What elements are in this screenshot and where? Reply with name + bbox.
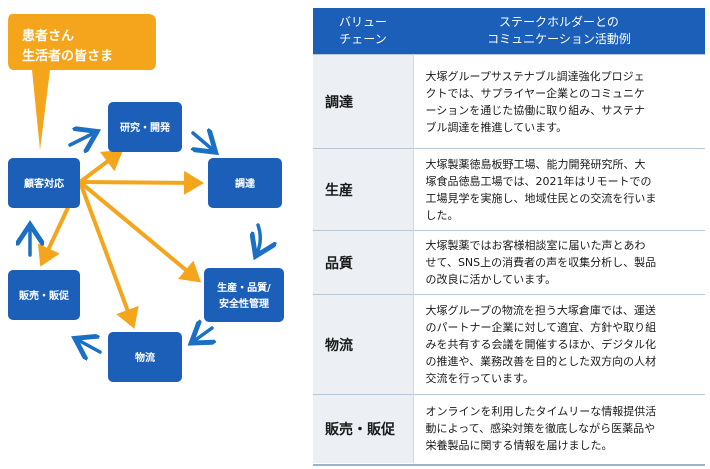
cycle-arrow-3 <box>257 223 260 253</box>
table-row-hanbai: 販売・販促 オンラインを利用したタイムリーな情報提供活 動によって、感染対策を徹… <box>313 394 705 463</box>
node-label-seisan-line2: 安全性管理 <box>219 297 269 310</box>
desc-line: せて、SNS上の消費者の声を収集分析し、製品 <box>425 256 657 269</box>
desc-line: ーションを通じた協働に取り組み、サステナ <box>425 103 646 117</box>
row-description: オンラインを利用したタイムリーな情報提供活 動によって、感染対策を徹底しながら医… <box>412 394 705 463</box>
node-label-butsuryu: 物流 <box>135 351 155 364</box>
desc-line: 大塚製薬ではお客様相談室に届いた声とあわ <box>425 239 646 252</box>
cycle-arrow-1 <box>68 133 94 145</box>
desc-line: ブル調達を推進しています。 <box>425 120 568 134</box>
desc-line: クトでは、サプライヤー企業とのコミュニケ <box>425 86 646 100</box>
cycle-arrow-5 <box>78 340 102 352</box>
row-category: 販売・販促 <box>313 394 413 463</box>
node-label-seisan-line1: 生産・品質/ <box>217 281 271 294</box>
table-row-seisan: 生産 大塚製薬徳島板野工場、能力開発研究所、大 塚食品徳島工場では、2021年は… <box>313 148 705 231</box>
node-chotatsu: 調達 <box>208 158 282 208</box>
row-description: 大塚製薬徳島板野工場、能力開発研究所、大 塚食品徳島工場では、2021年はリモー… <box>412 148 705 231</box>
table-bottom-border <box>313 464 705 466</box>
table-row-butsuryu: 物流 大塚グループの物流を担う大塚倉庫では、運送 のパートナー企業に対して適宜、… <box>313 294 705 395</box>
node-label-hanbai: 販売・販促 <box>19 289 70 302</box>
row-category: 調達 <box>313 54 413 149</box>
node-label-chotatsu: 調達 <box>235 177 255 190</box>
radial-arrows <box>37 149 204 329</box>
desc-line: のパートナー企業に対して適宜、方針や取り組 <box>425 321 657 334</box>
node-butsuryu: 物流 <box>108 332 182 382</box>
row-description: 大塚グループサステナブル調達強化プロジェ クトでは、サプライヤー企業とのコミュニ… <box>412 54 705 149</box>
row-category: 物流 <box>313 294 413 395</box>
node-label-kokyaku: 顧客対応 <box>24 177 64 190</box>
header-value-chain: バリュー チェーン <box>313 8 413 55</box>
header-col1-line2: チェーン <box>339 32 387 46</box>
value-chain-diagram: 患者さん 生活者の皆さま 顧客対応 研究・開発 調達 生産・品質/ 安全性管理 <box>8 14 284 382</box>
customer-callout: 患者さん 生活者の皆さま <box>8 14 156 150</box>
node-kenkyu: 研究・開発 <box>108 102 182 152</box>
table-header: バリュー チェーン ステークホルダーとの コミュニケーション活動例 <box>313 8 705 55</box>
radial-arrow-chotatsu <box>79 170 204 195</box>
desc-line: した。 <box>425 208 459 222</box>
desc-line: 大塚製薬徳島板野工場、能力開発研究所、大 <box>425 157 646 171</box>
desc-line: 塚食品徳島工場では、2021年はリモートでの <box>425 174 652 188</box>
node-seisan: 生産・品質/ 安全性管理 <box>204 268 284 322</box>
row-description: 大塚グループの物流を担う大塚倉庫では、運送 のパートナー企業に対して適宜、方針や… <box>412 294 705 395</box>
header-col1-line1: バリュー <box>338 15 387 29</box>
desc-line: 工場見学を実施し、地域住民との交流を行いま <box>425 191 657 205</box>
callout-line1: 患者さん <box>22 28 74 44</box>
row-category: 生産 <box>313 148 413 231</box>
desc-line: オンラインを利用したタイムリーな情報提供活 <box>425 405 657 419</box>
table-row-chotatsu: 調達 大塚グループサステナブル調達強化プロジェ クトでは、サプライヤー企業とのコ… <box>313 54 705 149</box>
table-row-hinshitsu: 品質 大塚製薬ではお客様相談室に届いた声とあわ せて、SNS上の消費者の声を収集… <box>313 230 705 295</box>
cycle-arrow-2 <box>193 133 213 150</box>
radial-arrow-butsuryu <box>78 181 139 329</box>
node-hanbai: 販売・販促 <box>8 270 80 320</box>
callout-line2: 生活者の皆さま <box>22 48 113 64</box>
desc-line: 交流を行っています。 <box>425 372 534 385</box>
cycle-arrows <box>30 133 260 352</box>
desc-line: の推進や、業務改善を目的とした双方向の人材 <box>425 355 657 368</box>
desc-line: 動によって、感染対策を徹底しながら医薬品や <box>425 422 656 436</box>
desc-line: 大塚グループサステナブル調達強化プロジェ <box>425 69 645 83</box>
header-communication: ステークホルダーとの コミュニケーション活動例 <box>413 8 705 55</box>
node-label-kenkyu: 研究・開発 <box>120 121 171 134</box>
desc-line: の改良に活かしています。 <box>425 273 557 286</box>
node-kokyaku: 顧客対応 <box>8 158 80 208</box>
cycle-arrow-4 <box>194 328 212 341</box>
radial-arrow-kenkyu <box>78 149 124 184</box>
desc-line: 栄養製品に関する情報を届けました。 <box>425 439 613 453</box>
desc-line: みを共有する会議を開催するほか、デジタル化 <box>425 338 657 351</box>
row-description: 大塚製薬ではお客様相談室に届いた声とあわ せて、SNS上の消費者の声を収集分析し… <box>412 230 705 295</box>
desc-line: 大塚グループの物流を担う大塚倉庫では、運送 <box>425 304 656 317</box>
communication-table: バリュー チェーン ステークホルダーとの コミュニケーション活動例 調達 大塚グ… <box>313 8 705 463</box>
header-col2-line2: コミュニケーション活動例 <box>487 32 631 46</box>
header-col2-line1: ステークホルダーとの <box>499 15 619 29</box>
row-category: 品質 <box>313 230 413 295</box>
radial-arrow-seisan <box>78 180 202 283</box>
